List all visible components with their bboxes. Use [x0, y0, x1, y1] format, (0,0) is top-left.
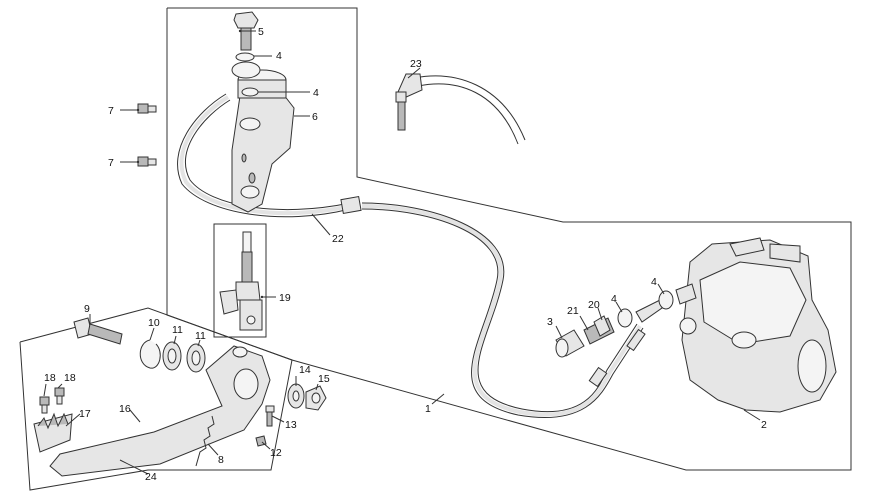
callout-11-b: 11	[195, 330, 206, 342]
callout-17: 17	[79, 408, 91, 420]
callout-4-top: 4	[276, 50, 282, 62]
callout-2: 2	[761, 419, 767, 431]
callout-3: 3	[547, 316, 553, 328]
callout-4-right: 4	[651, 276, 657, 288]
callout-24: 24	[145, 471, 157, 483]
callout-14: 14	[299, 364, 311, 376]
bleed-valve	[583, 315, 615, 345]
banjo-fitting	[231, 61, 261, 79]
callout-19: 19	[279, 292, 291, 304]
callout-22: 22	[332, 233, 344, 245]
banjo-bolt	[233, 11, 259, 51]
pedal-frame-outline	[19, 307, 293, 491]
return-spring	[195, 415, 215, 467]
circlip	[139, 339, 161, 369]
master-cylinder-hose	[177, 93, 362, 218]
callout-16: 16	[119, 403, 131, 415]
callout-labels: 1 2 3 4 4 4 4 5 6 7 7 8 9 10 11 11 12 13…	[44, 26, 767, 483]
callout-12: 12	[270, 447, 282, 459]
callout-18-a: 18	[44, 372, 56, 384]
footpad-screw-a	[39, 396, 50, 414]
callout-dots	[136, 29, 264, 299]
callout-6: 6	[312, 111, 318, 123]
callout-13: 13	[285, 419, 297, 431]
callout-5: 5	[258, 26, 264, 38]
mounting-screw-upper	[137, 103, 157, 114]
bearing-b	[186, 343, 206, 373]
brake-pedal	[33, 345, 271, 477]
callout-18-b: 18	[64, 372, 76, 384]
callout-9: 9	[84, 303, 90, 315]
callout-11-a: 11	[172, 324, 183, 336]
footpad-screw-b	[54, 387, 65, 405]
brake-caliper	[679, 237, 837, 413]
pivot-bolt	[73, 317, 123, 345]
mounting-screw-lower	[137, 156, 157, 167]
callout-1: 1	[425, 403, 431, 415]
pushrod-detail-frame	[213, 223, 267, 338]
callout-15: 15	[318, 373, 330, 385]
washer-right-b	[658, 290, 674, 310]
callout-7-lower: 7	[108, 157, 114, 169]
caliper-banjo-bolt	[675, 283, 697, 305]
callout-23: 23	[410, 58, 422, 70]
pivot-washer	[287, 383, 305, 409]
washer-middle	[241, 87, 259, 97]
callout-4-mid: 4	[611, 293, 617, 305]
callout-8: 8	[218, 454, 224, 466]
leader-lines	[43, 30, 761, 475]
brake-line	[361, 202, 663, 419]
reservoir-hose	[395, 73, 526, 145]
washer-right-a	[617, 308, 633, 328]
callout-7-upper: 7	[108, 105, 114, 117]
callout-4-upper: 4	[313, 87, 319, 99]
master-cylinder	[231, 69, 295, 213]
callout-10: 10	[148, 317, 160, 329]
washer-upper	[235, 52, 255, 62]
bleed-screw	[555, 329, 585, 358]
pushrod	[219, 231, 263, 331]
bearing-a	[162, 341, 182, 371]
pivot-nut	[305, 385, 327, 411]
callout-21: 21	[567, 305, 579, 317]
stop-bolt	[265, 405, 275, 427]
callout-20: 20	[588, 299, 600, 311]
